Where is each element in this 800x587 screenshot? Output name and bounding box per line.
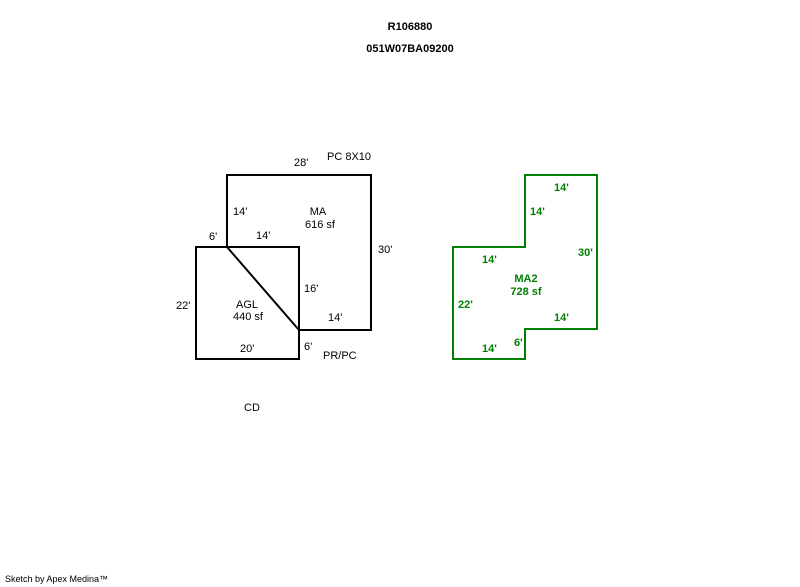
dim-ma-bottom: 14' — [328, 312, 342, 324]
dim-ma2-top: 14' — [554, 182, 569, 194]
label-pr-pc: PR/PC — [323, 350, 357, 362]
area-agl-code: AGL — [236, 299, 258, 311]
label-cd: CD — [244, 402, 260, 414]
dim-ma-right: 30' — [378, 244, 392, 256]
dim-ma2-step-bottom: 14' — [554, 312, 569, 324]
agl-outline — [195, 246, 300, 360]
ma-outline — [226, 174, 372, 331]
dim-agl-bottom: 20' — [240, 343, 254, 355]
dim-agl-top-left: 6' — [209, 231, 217, 243]
area-agl-size: 440 sf — [233, 311, 264, 323]
area-ma2-size: 728 sf — [510, 286, 542, 298]
dim-ma2-bottom: 14' — [482, 343, 497, 355]
area-ma2-code: MA2 — [514, 273, 537, 285]
dim-ma-left-upper: 14' — [233, 206, 247, 218]
label-pc-8x10: PC 8X10 — [327, 151, 371, 163]
dim-agl-left: 22' — [176, 300, 190, 312]
dim-ma2-step-top: 14' — [482, 254, 497, 266]
area-ma-size: 616 sf — [305, 219, 336, 231]
ma2-outline — [452, 174, 598, 360]
dim-ma2-left: 22' — [458, 299, 473, 311]
dim-ma2-right: 30' — [578, 247, 593, 259]
dim-agl-right-lower: 6' — [304, 341, 312, 353]
dim-ma2-notch: 6' — [514, 337, 523, 349]
sketch-credit: Sketch by Apex Medina™ — [5, 574, 109, 584]
dim-ma-step-top: 14' — [256, 230, 270, 242]
account-id: R106880 — [387, 21, 433, 33]
map-tax-lot: 051W07BA09200 — [366, 43, 454, 55]
area-ma-code: MA — [310, 206, 327, 218]
dim-ma-inner-right: 16' — [304, 283, 318, 295]
dim-ma2-upper-left: 14' — [530, 206, 545, 218]
dim-ma-top: 28' — [294, 157, 308, 169]
